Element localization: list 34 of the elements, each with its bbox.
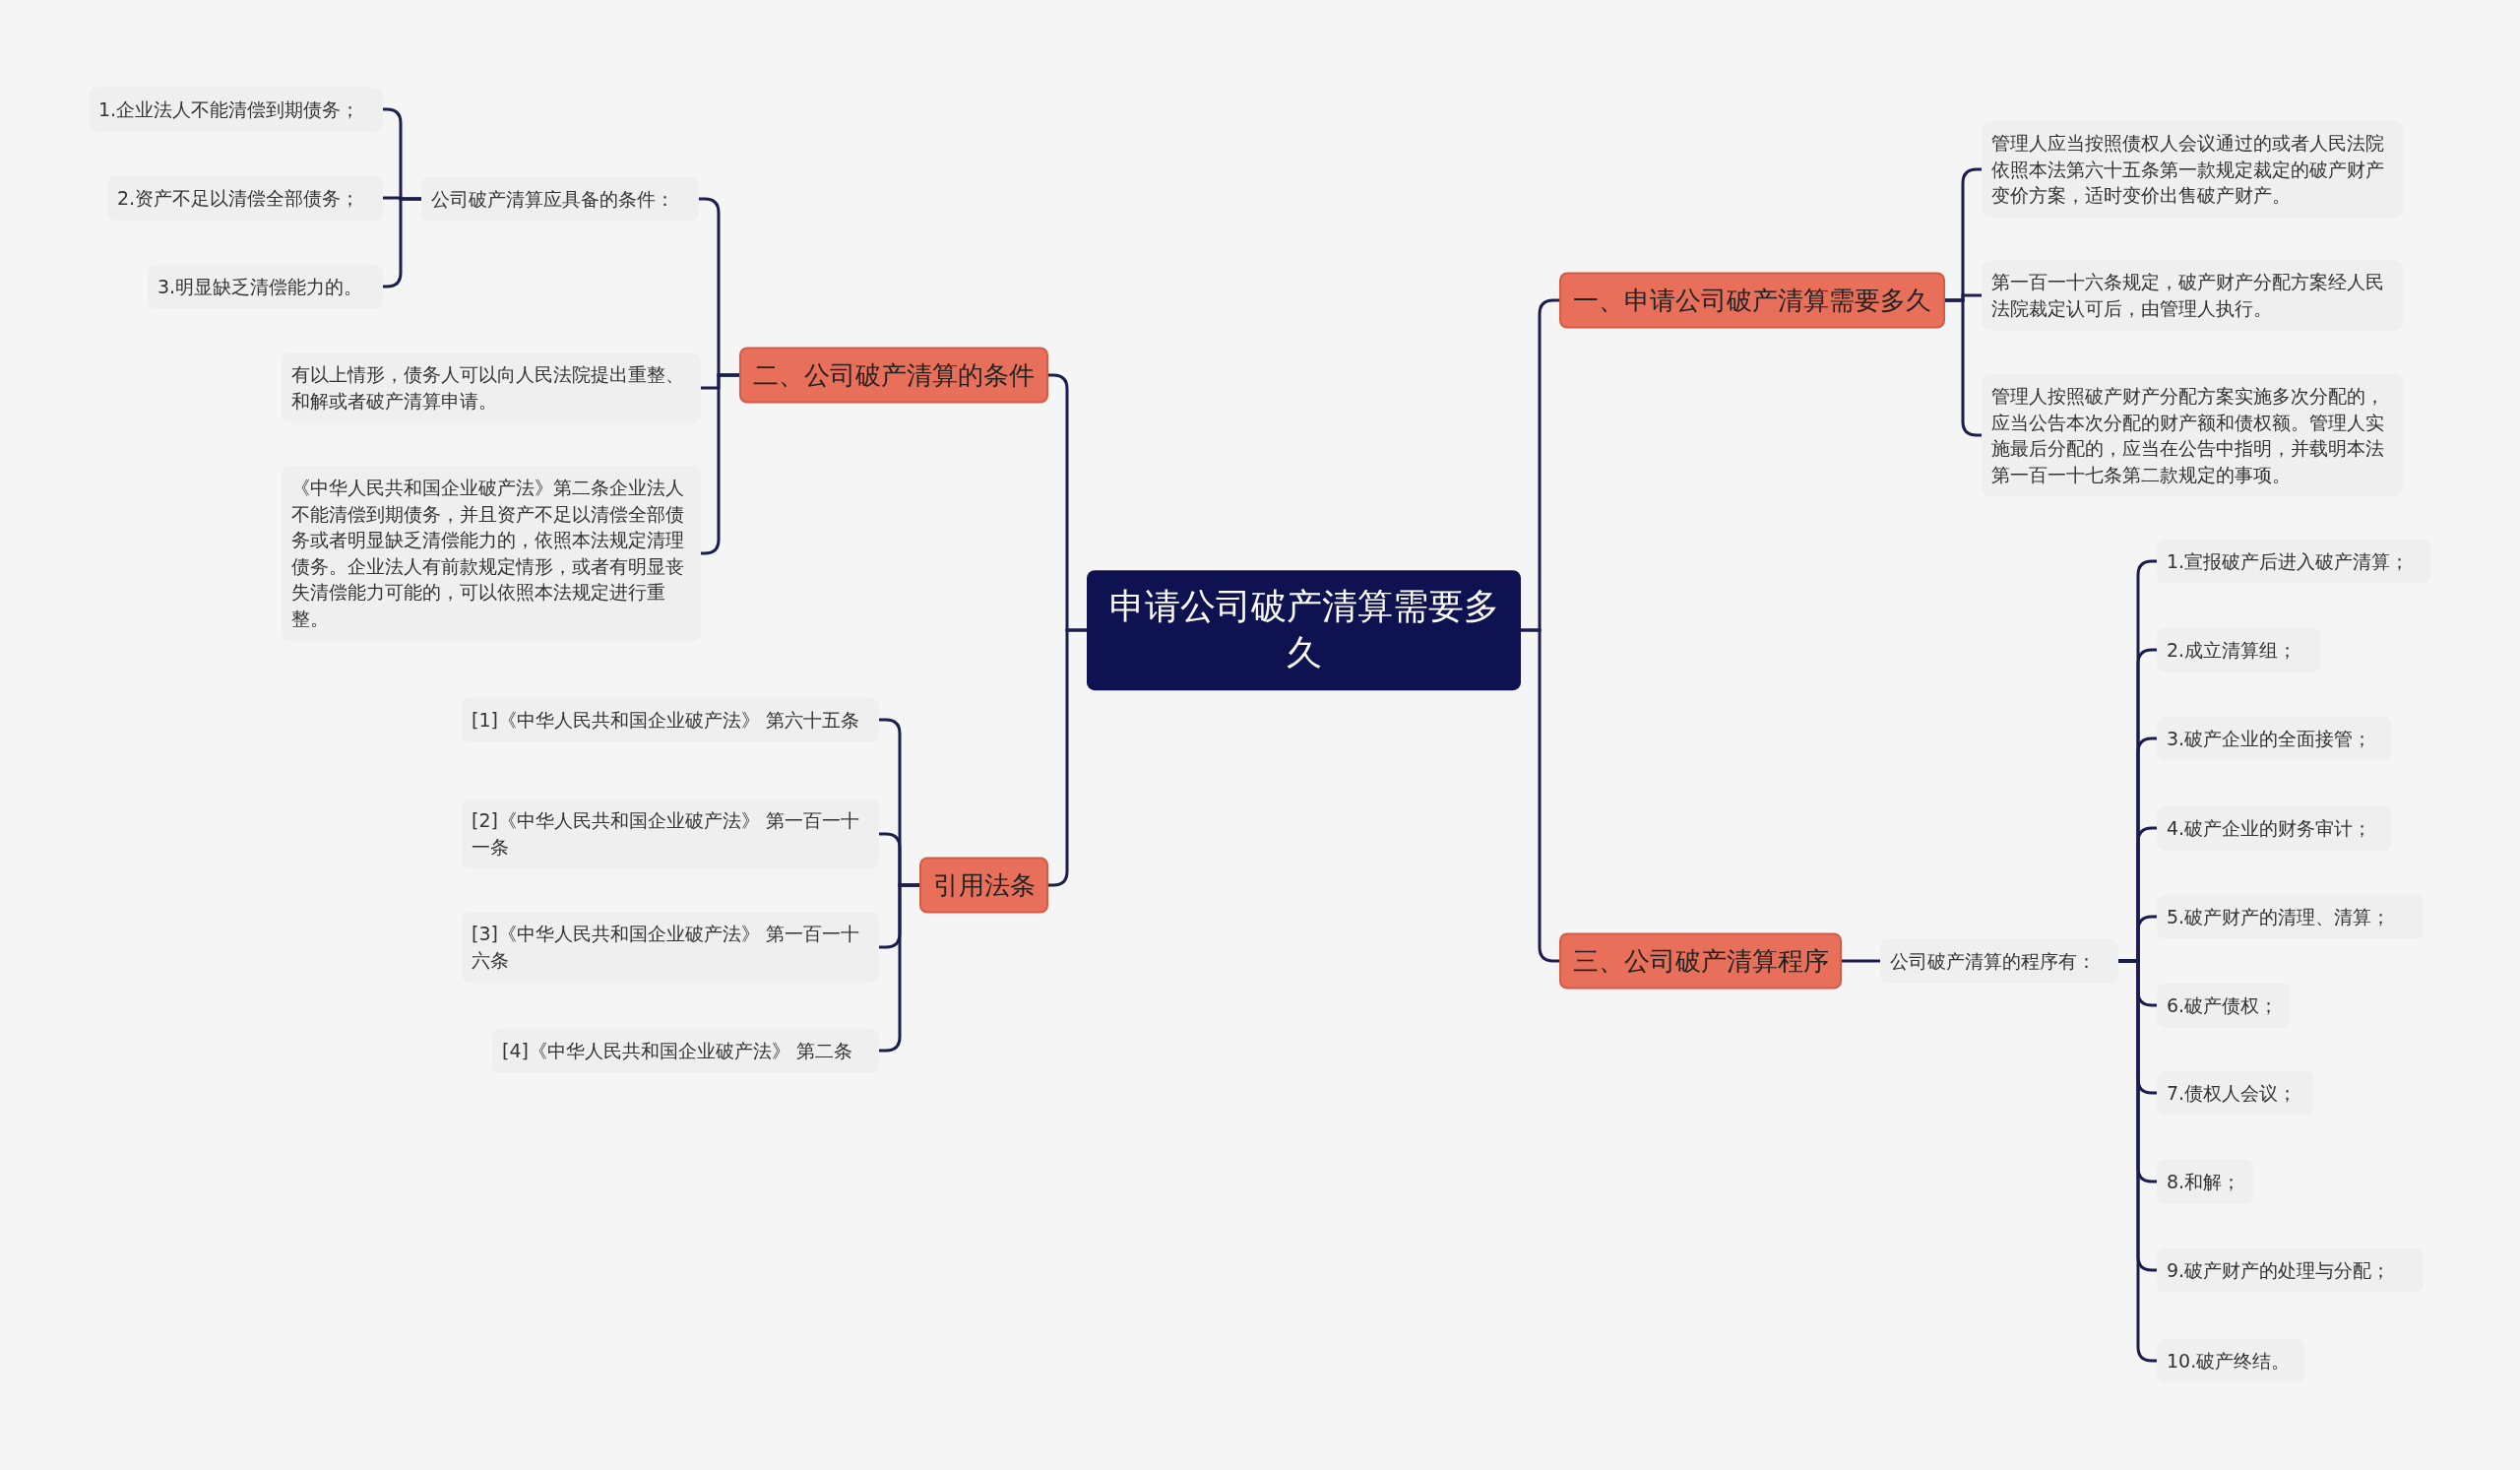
main-topic: 引用法条 — [919, 857, 1048, 914]
subtopic: 2.成立清算组； — [2157, 627, 2321, 672]
subtopic: [3]《中华人民共和国企业破产法》 第一百一十六条 — [462, 912, 879, 983]
subtopic: 公司破产清算的程序有： — [1880, 938, 2118, 984]
subtopic: 1.企业法人不能清偿到期债务； — [89, 87, 383, 132]
subtopic: 9.破产财产的处理与分配； — [2157, 1247, 2424, 1293]
connector-line — [2118, 959, 2157, 1363]
subtopic: 3.破产企业的全面接管； — [2157, 716, 2392, 761]
subtopic: 7.债权人会议； — [2157, 1070, 2314, 1116]
connector-line — [879, 883, 919, 1053]
subtopic: 10.破产终结。 — [2157, 1338, 2304, 1383]
subtopic: 1.宣报破产后进入破产清算； — [2157, 539, 2430, 584]
central-topic: 申请公司破产清算需要多久 — [1087, 570, 1521, 690]
main-topic: 二、公司破产清算的条件 — [739, 347, 1048, 404]
subtopic: 3.明显缺乏清偿能力的。 — [148, 264, 383, 309]
subtopic: [1]《中华人民共和国企业破产法》 第六十五条 — [462, 697, 879, 742]
subtopic: [2]《中华人民共和国企业破产法》 第一百一十一条 — [462, 799, 879, 869]
connector-line — [1842, 959, 1880, 963]
subtopic: 4.破产企业的财务审计； — [2157, 805, 2392, 851]
subtopic: 6.破产债权； — [2157, 983, 2291, 1028]
main-topic: 一、申请公司破产清算需要多久 — [1559, 272, 1945, 329]
subtopic: 8.和解； — [2157, 1159, 2253, 1204]
connector-line — [1945, 298, 1982, 437]
subtopic: 有以上情形，债务人可以向人民法院提出重整、和解或者破产清算申请。 — [282, 352, 701, 423]
subtopic: [4]《中华人民共和国企业破产法》 第二条 — [492, 1028, 879, 1073]
subtopic: 5.破产财产的清理、清算； — [2157, 894, 2424, 939]
subtopic: 2.资产不足以清偿全部债务； — [107, 175, 383, 221]
main-topic: 三、公司破产清算程序 — [1559, 932, 1842, 990]
subtopic: 第一百一十六条规定，破产财产分配方案经人民法院裁定认可后，由管理人执行。 — [1982, 260, 2403, 331]
subtopic: 公司破产清算应具备的条件： — [421, 176, 699, 222]
connector-line — [1048, 628, 1087, 887]
subtopic: 管理人按照破产财产分配方案实施多次分配的，应当公告本次分配的财产额和债权额。管理人实施最后分配的，应当在公告中指明，并载明本法第一百一十七条第二款规定的事项。 — [1982, 373, 2403, 497]
subtopic: 《中华人民共和国企业破产法》第二条企业法人不能清偿到期债务，并且资产不足以清偿全部债务或者明显缺乏清偿能力的，依照本法规定清理债务。企业法人有前款规定情形，或者有明显丧失清偿能力可能的，可以依照本法规定进行重整。 — [282, 466, 701, 641]
subtopic: 管理人应当按照债权人会议通过的或者人民法院依照本法第六十五条第一款规定裁定的破产财产变价方案，适时变价出售破产财产。 — [1982, 121, 2403, 218]
